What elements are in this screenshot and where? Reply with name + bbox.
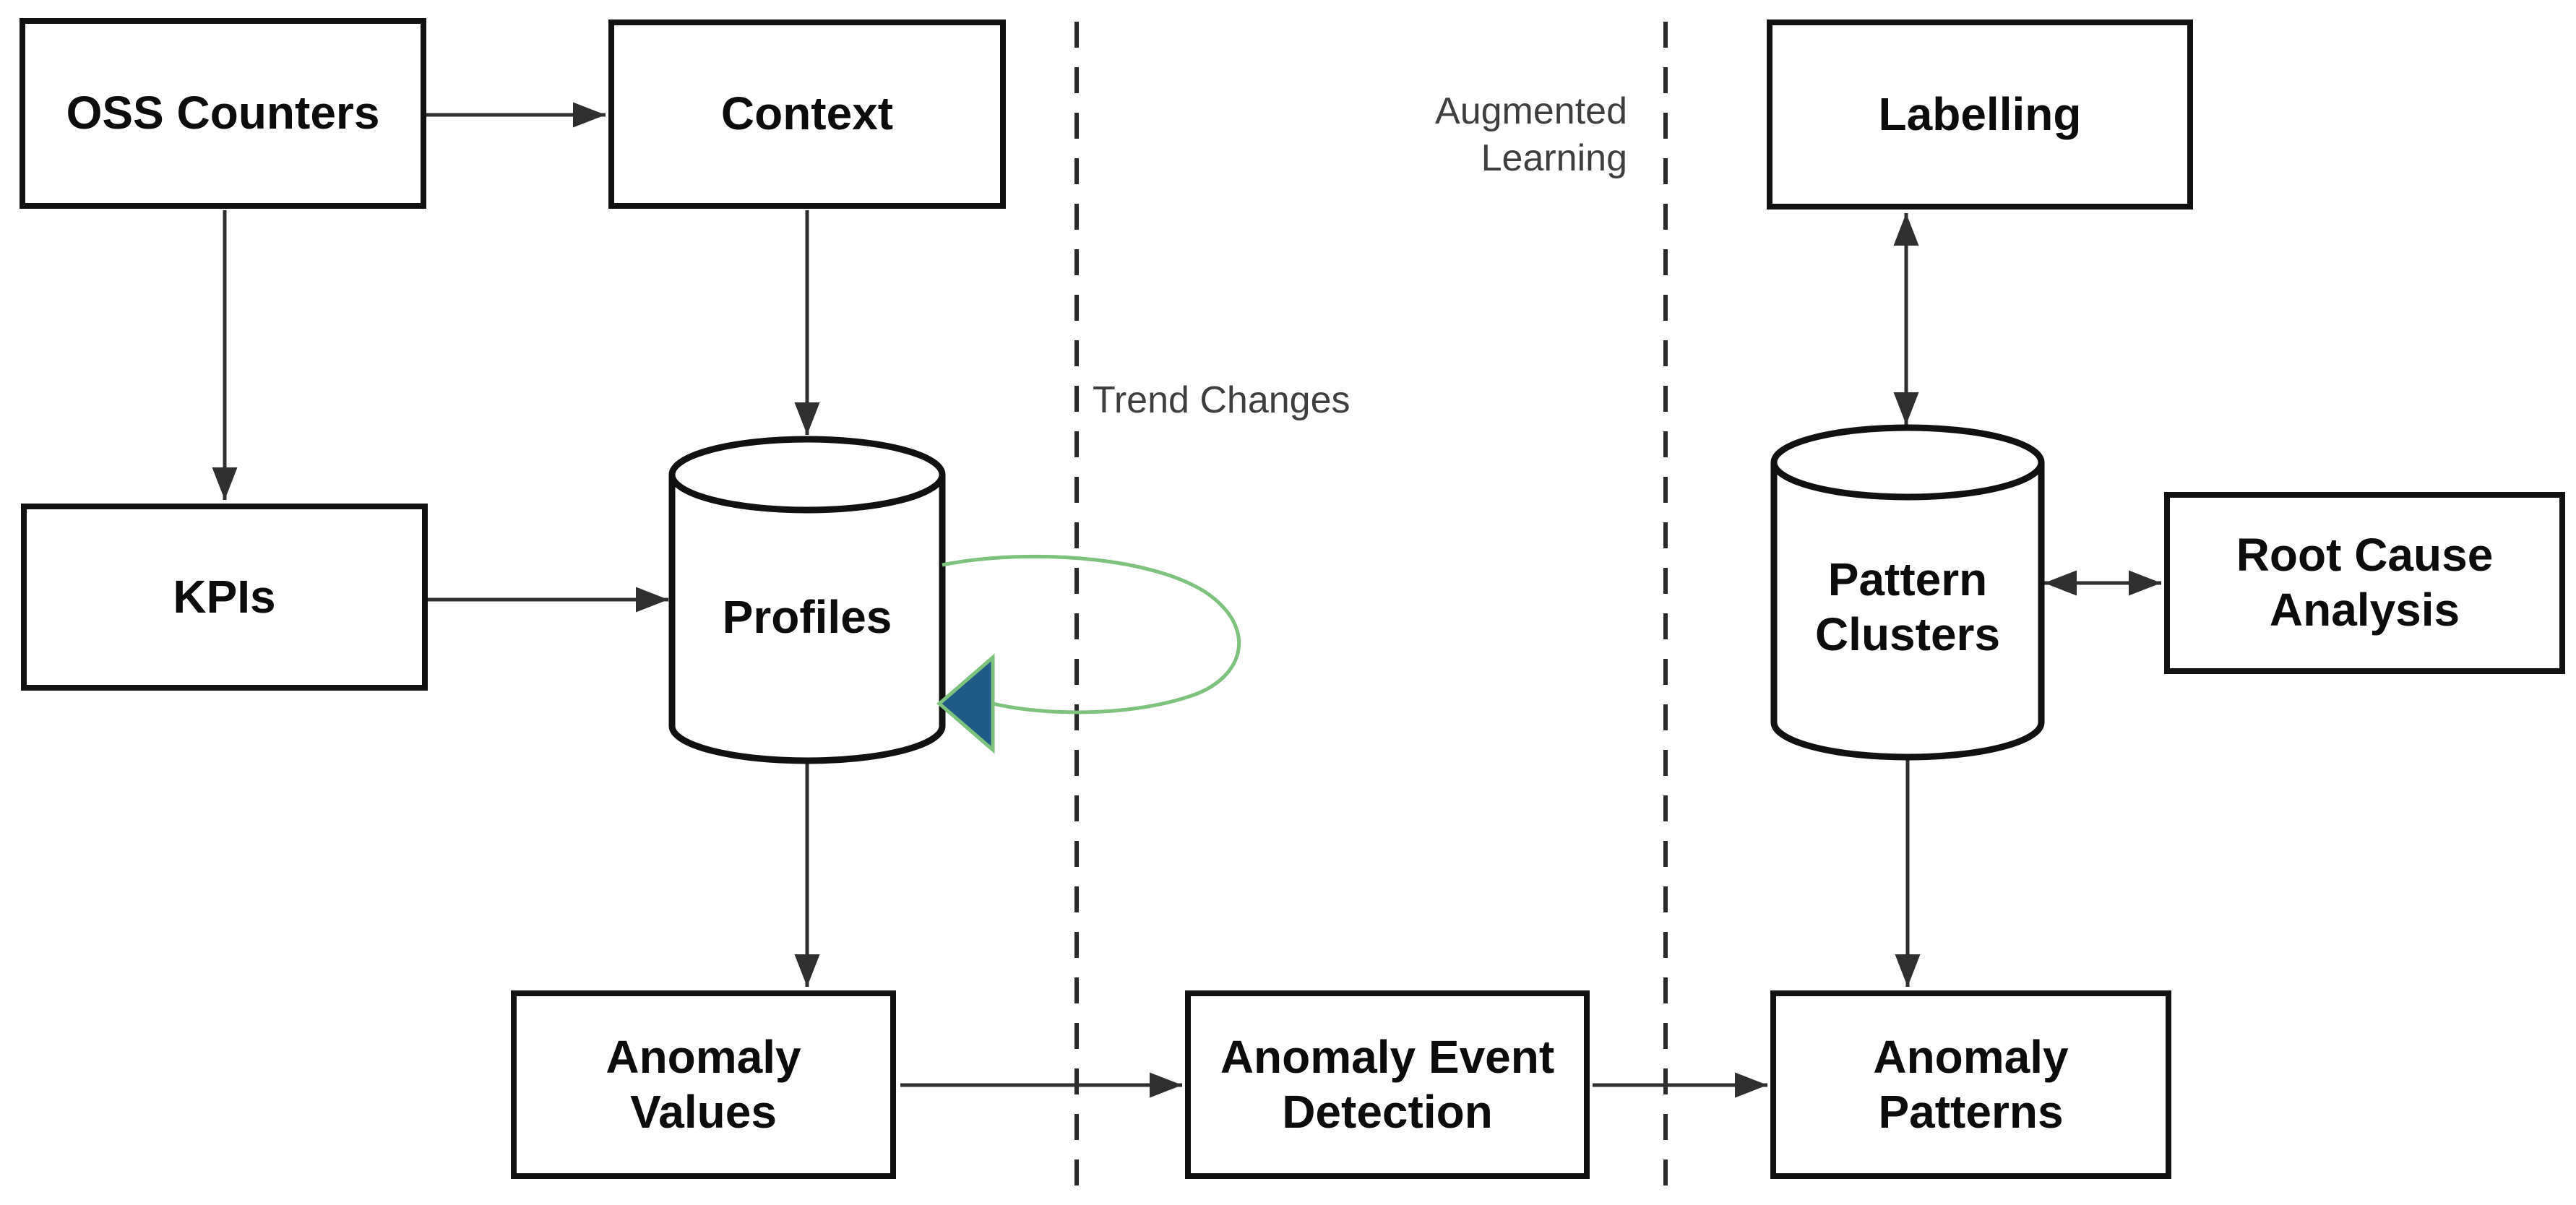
profiles-self-loop-arrow (942, 554, 1241, 714)
node-label: Context (720, 87, 894, 140)
annotation-augmented-learning: Augmented Learning (1435, 90, 1627, 179)
node-label: Root Cause Analysis (2236, 529, 2494, 636)
cylinder-body (668, 475, 946, 764)
node-context: Context (608, 20, 1006, 209)
node-label: Anomaly Values (606, 1030, 801, 1138)
node-oss-counters: OSS Counters (20, 18, 426, 209)
node-label: Labelling (1878, 87, 2082, 140)
cylinder-top (1770, 424, 2045, 501)
cylinder-body (1770, 462, 2045, 761)
node-label: OSS Counters (66, 87, 380, 139)
node-anomaly-event-detection: Anomaly Event Detection (1185, 990, 1590, 1179)
self-loop-arrowhead (936, 653, 995, 754)
cylinder-top (668, 436, 946, 514)
node-anomaly-values: Anomaly Values (511, 990, 896, 1179)
pattern-clusters-cylinder-shape (1770, 424, 2045, 761)
profiles-cylinder-shape (668, 436, 946, 764)
node-label: Anomaly Event Detection (1220, 1030, 1555, 1138)
node-label: Anomaly Patterns (1873, 1030, 2069, 1138)
node-label: KPIs (173, 570, 276, 623)
node-anomaly-patterns: Anomaly Patterns (1770, 990, 2171, 1179)
node-labelling: Labelling (1767, 20, 2193, 210)
annotation-trend-changes: Trend Changes (1093, 379, 1351, 421)
node-root-cause-analysis: Root Cause Analysis (2164, 492, 2565, 674)
node-kpis: KPIs (21, 504, 428, 691)
